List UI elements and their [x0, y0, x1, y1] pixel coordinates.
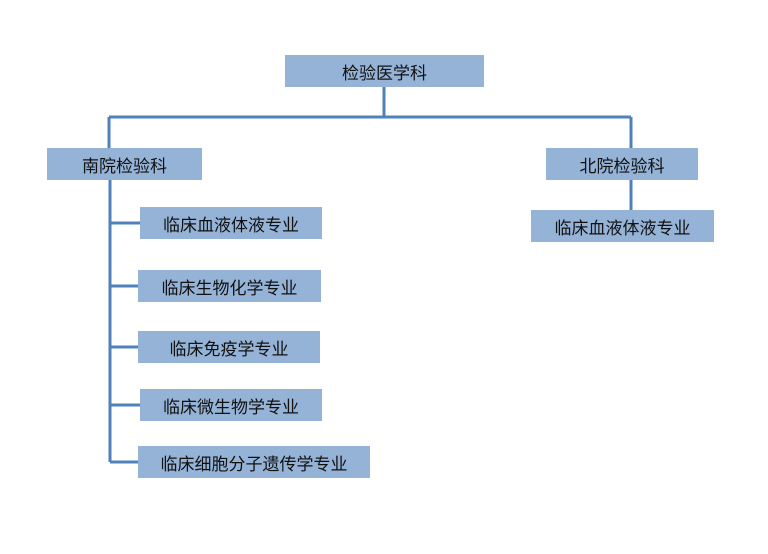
south-dept-node: 南院检验科 [47, 148, 202, 180]
south-dept-label: 南院检验科 [82, 156, 167, 177]
root-label: 检验医学科 [342, 63, 427, 84]
south-specialty-node: 临床血液体液专业 [140, 207, 322, 239]
north-dept-label: 北院检验科 [579, 156, 665, 177]
south-specialty-node: 临床细胞分子遗传学专业 [138, 446, 370, 478]
south-specialty-label: 临床微生物学专业 [163, 397, 299, 418]
south-specialty-node: 临床生物化学专业 [138, 270, 321, 302]
south-specialty-label: 临床免疫学专业 [169, 339, 289, 360]
north-specialty-node: 临床血液体液专业 [531, 210, 714, 242]
south-specialty-label: 临床细胞分子遗传学专业 [160, 454, 348, 475]
south-specialty-node: 临床微生物学专业 [140, 389, 322, 421]
south-specialty-node: 临床免疫学专业 [138, 331, 320, 363]
root-node: 检验医学科 [285, 55, 484, 87]
south-specialty-label: 临床生物化学专业 [161, 278, 298, 299]
south-specialty-label: 临床血液体液专业 [163, 215, 299, 236]
north-dept-node: 北院检验科 [546, 148, 698, 180]
north-specialty-label: 临床血液体液专业 [554, 218, 691, 239]
